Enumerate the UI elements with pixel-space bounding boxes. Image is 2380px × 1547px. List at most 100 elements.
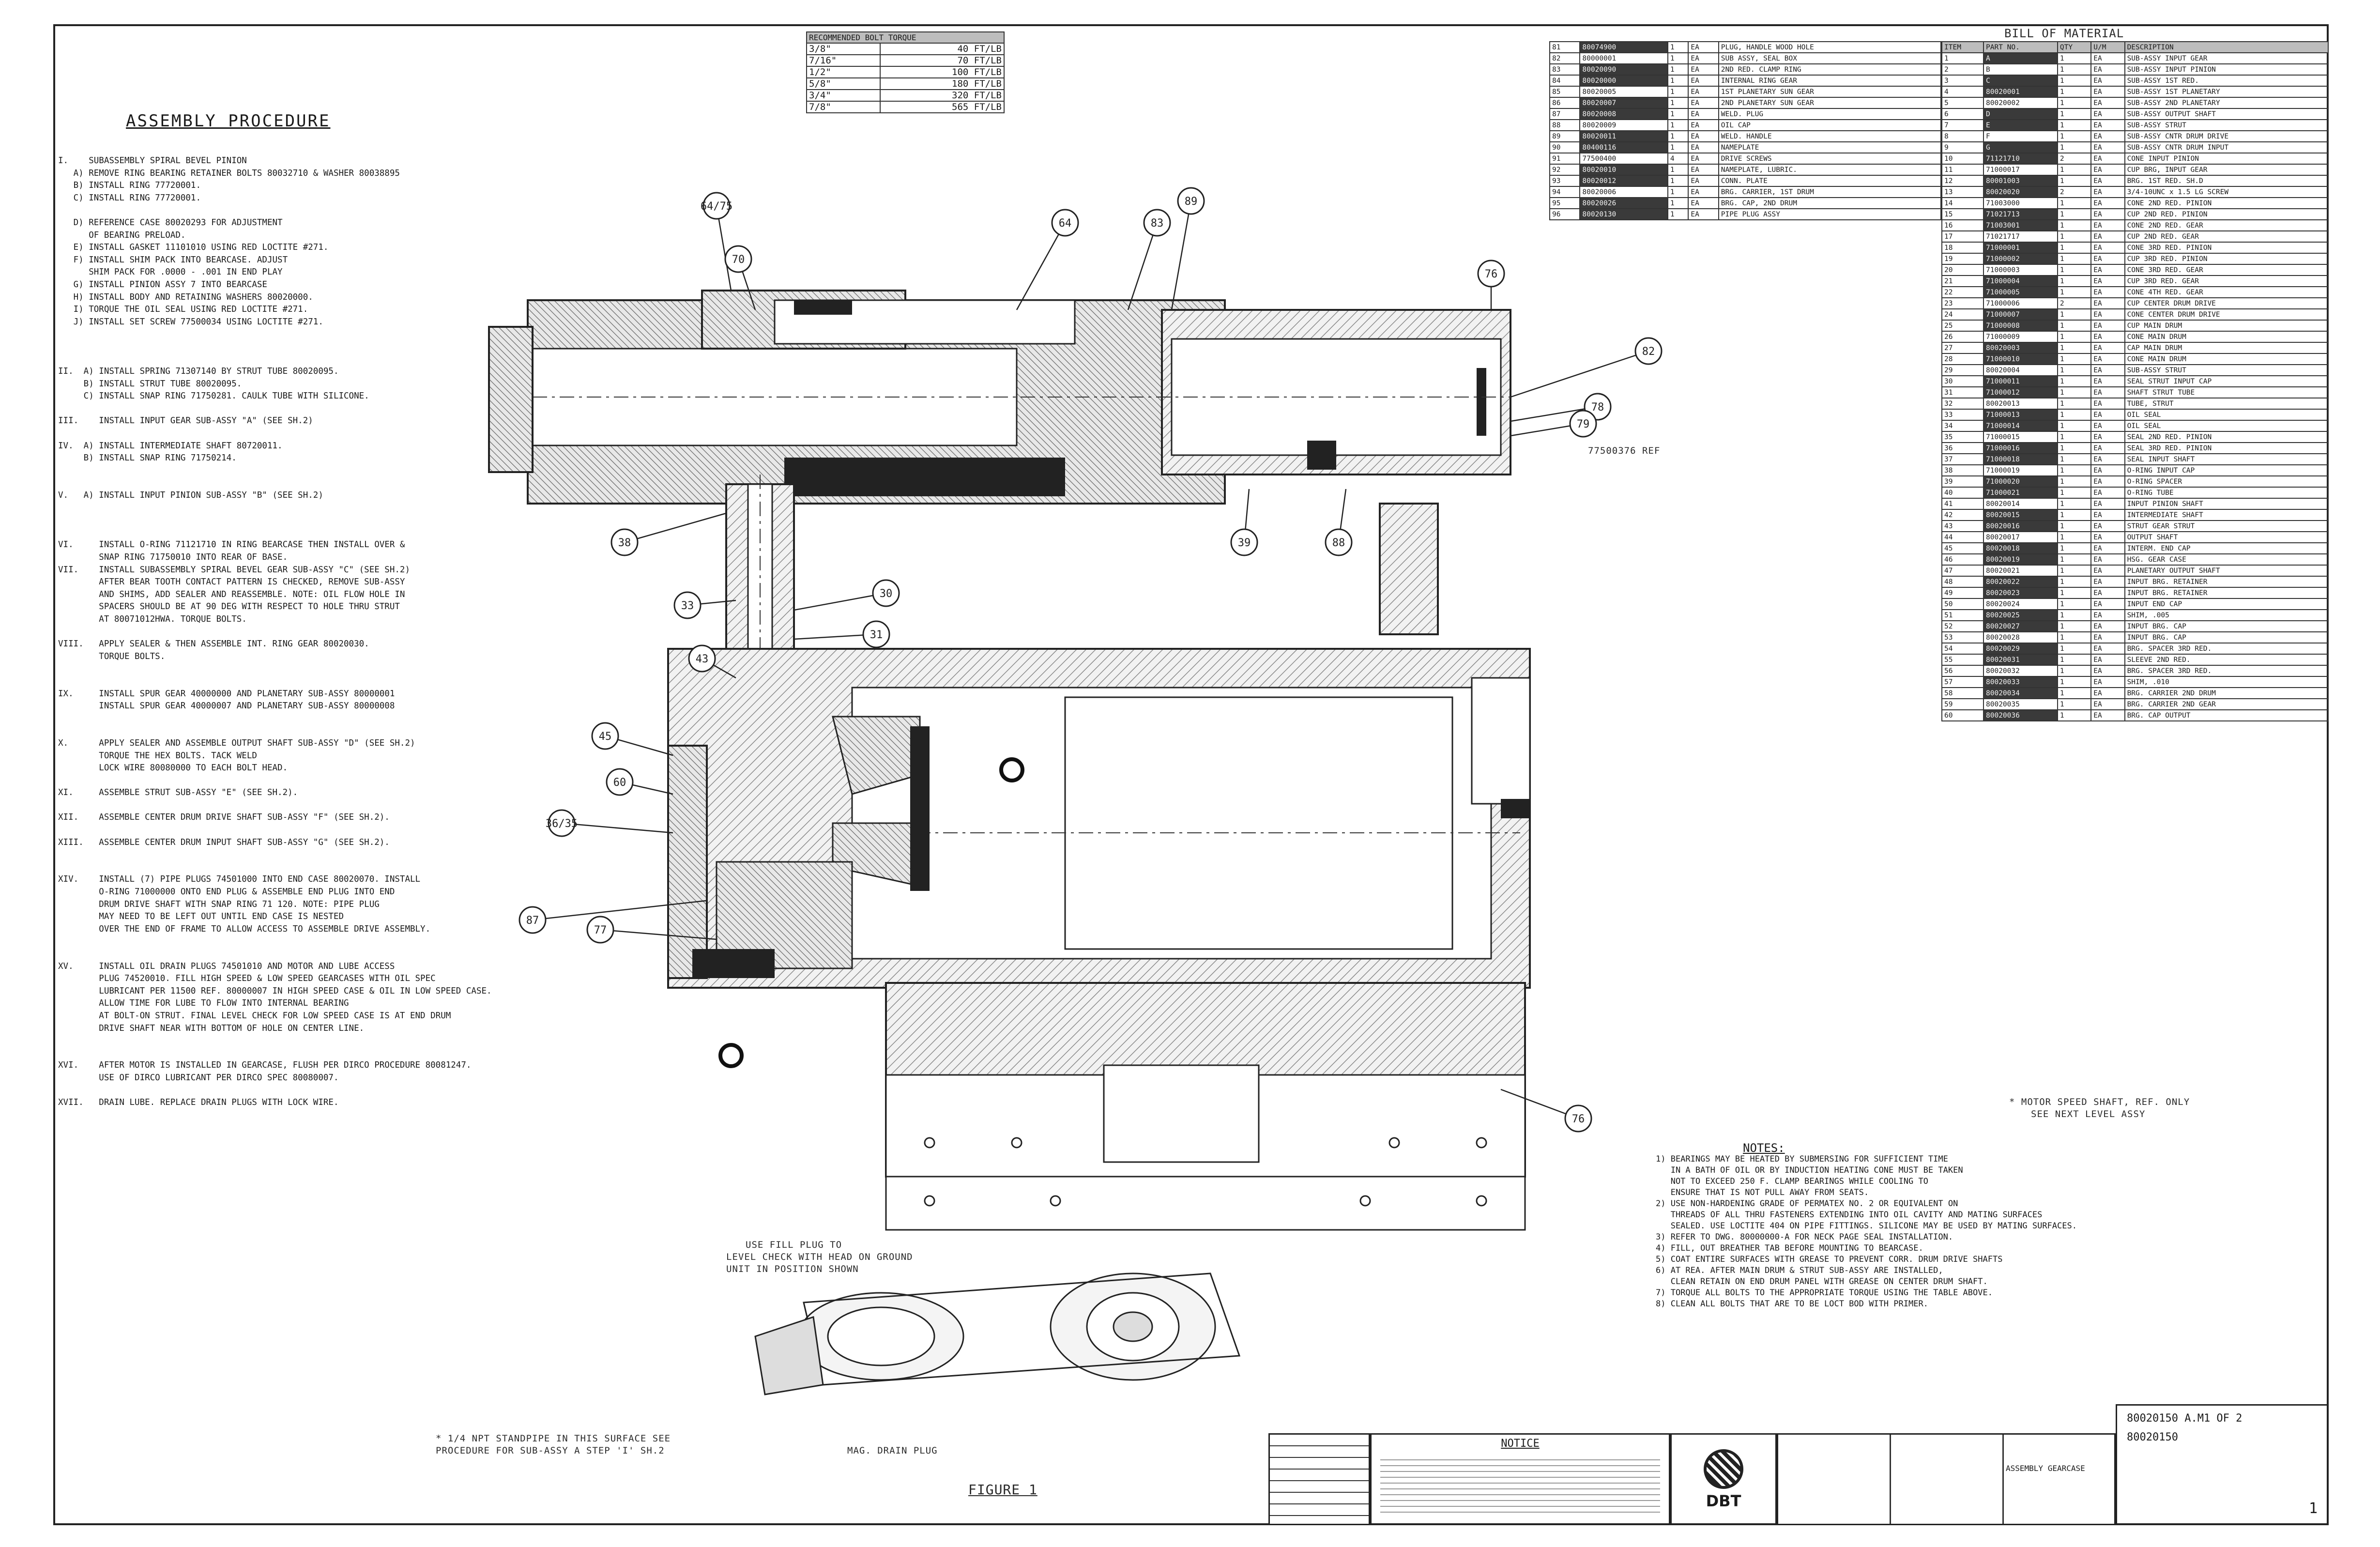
bom-item: 17 [1941,230,1984,243]
procedure-line: IX. INSTALL SPUR GEAR 40000000 AND PLANE… [58,689,395,699]
bom-part-no: 80020011 [1579,130,1668,142]
bom-qty: 1 [2057,164,2092,176]
bom-qty: 1 [2057,453,2092,465]
bom-um: EA [2090,108,2125,120]
bom-part-no: 80020026 [1579,197,1668,209]
procedure-line: III. INSTALL INPUT GEAR SUB-ASSY "A" (SE… [58,416,313,426]
procedure-line: XVII. DRAIN LUBE. REPLACE DRAIN PLUGS WI… [58,1098,339,1108]
bom-part-no: 71021717 [1983,230,2058,243]
procedure-line: V. A) INSTALL INPUT PINION SUB-ASSY "B" … [58,490,323,501]
bom-item: 21 [1941,275,1984,287]
notice-heading: NOTICE [1501,1438,1540,1450]
bom-qty: 1 [2057,253,2092,265]
callout-balloon [1325,528,1353,556]
bom-header-cell: U/M [2090,41,2125,53]
bom-um: EA [2090,86,2125,98]
bom-um: EA [2090,141,2125,153]
bom-um: EA [2090,576,2125,588]
bom-um: EA [2090,509,2125,521]
bom-description: 3/4-10UNC x 1.5 LG SCREW [2124,186,2329,198]
bom-part-no: 80020014 [1983,498,2058,510]
bom-qty: 1 [2057,141,2092,153]
bom-qty: 1 [2057,643,2092,655]
torque-value: 180 FT/LB [880,77,1005,90]
bom-description: SHIM, .010 [2124,676,2329,688]
bom-description: OIL CAP [1718,119,1942,131]
bom-item: 2 [1941,63,1984,76]
bom-qty: 1 [2057,108,2092,120]
bom-um: EA [1688,141,1719,153]
bom-qty: 4 [1667,153,1689,165]
bom-qty: 1 [1667,141,1689,153]
bom-item: 6 [1941,108,1984,120]
bom-um: EA [2090,386,2125,398]
sheet-number: 1 [2308,1500,2318,1517]
bom-part-no: 80020007 [1579,97,1668,109]
bom-um: EA [2090,375,2125,387]
bom-item: 45 [1941,542,1984,554]
bom-part-no: 80020021 [1983,565,2058,577]
procedure-line: TORQUE THE HEX BOLTS. TACK WELD [58,751,257,761]
bom-part-no: 80020090 [1579,63,1668,76]
bom-description: SUB-ASSY STRUT [2124,119,2329,131]
bom-um: EA [2090,531,2125,543]
bom-description: CONE 3RD RED. GEAR [2124,264,2329,276]
bom-qty: 1 [2057,242,2092,254]
bom-part-no: 80020022 [1983,576,2058,588]
bom-item: 49 [1941,587,1984,599]
note-line: CLEAN RETAIN ON END DRUM PANEL WITH GREA… [1656,1277,1988,1287]
bom-um: EA [2090,475,2125,488]
callout-balloon [548,809,576,837]
procedure-line: DRUM DRIVE SHAFT WITH SNAP RING 71 120. … [58,899,380,909]
procedure-line: XVI. AFTER MOTOR IS INSTALLED IN GEARCAS… [58,1060,472,1071]
bom-item: 43 [1941,520,1984,532]
procedure-line: AT BOLT-ON STRUT. FINAL LEVEL CHECK FOR … [58,1011,451,1021]
bom-um: EA [2090,242,2125,254]
bom-qty: 1 [1667,208,1689,220]
bom-part-no: 80020004 [1983,364,2058,376]
bom-qty: 1 [1667,41,1689,53]
bom-part-no: C [1983,75,2058,87]
bom-description: SHAFT STRUT TUBE [2124,386,2329,398]
bom-qty: 1 [2057,531,2092,543]
bom-qty: 1 [1667,63,1689,76]
bom-part-no: 80020005 [1579,86,1668,98]
note-line: 4) FILL, OUT BREATHER TAB BEFORE MOUNTIN… [1656,1243,1923,1253]
bom-item: 5 [1941,97,1984,109]
bom-item: 36 [1941,442,1984,454]
bom-description: CAP MAIN DRUM [2124,342,2329,354]
bom-part-no: 71000018 [1983,453,2058,465]
callout-leader [624,512,727,543]
bom-description: CUP 3RD RED. GEAR [2124,275,2329,287]
callout-number: 60 [613,777,626,789]
callout-number: 76 [1572,1113,1585,1125]
bom-item: 22 [1941,286,1984,298]
bom-item: 23 [1941,297,1984,309]
bom-qty: 1 [2057,698,2092,710]
bom-description: CUP BRG, INPUT GEAR [2124,164,2329,176]
note-line: 2) USE NON-HARDENING GRADE OF PERMATEX N… [1656,1199,1958,1209]
callout-number: 76 [1485,268,1498,280]
bom-item: 95 [1549,197,1581,209]
drawing-sheet [53,24,2329,1525]
bom-qty: 1 [1667,119,1689,131]
bom-um: EA [2090,153,2125,165]
callout-number: 43 [696,653,709,665]
